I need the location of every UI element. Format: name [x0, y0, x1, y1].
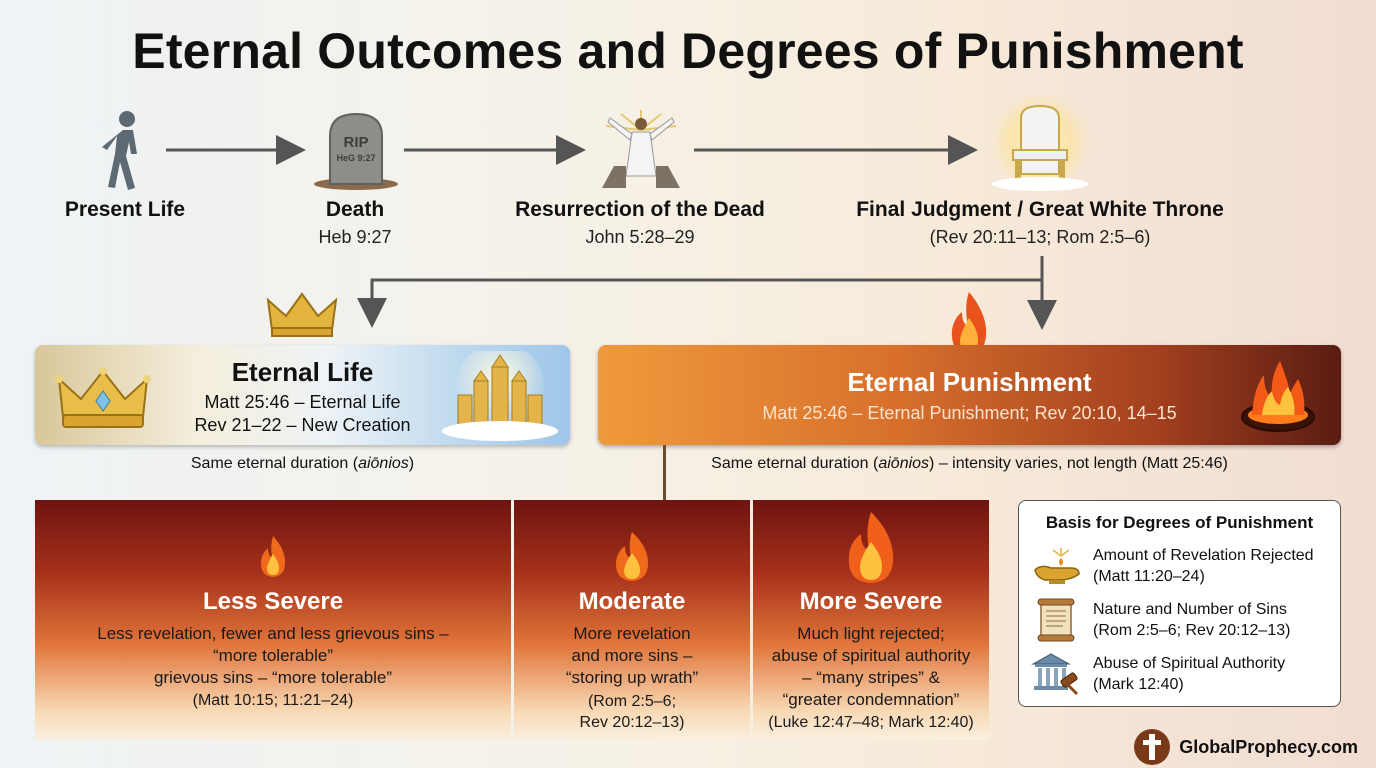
severity-panel-less: Less Severe Less revelation, fewer and l…: [35, 500, 511, 740]
severity-ref-more: (Luke 12:47–48; Mark 12:40): [768, 714, 974, 731]
eternal-life-title: Eternal Life: [231, 357, 374, 387]
severity-text-more-2: abuse of spiritual authority: [771, 646, 971, 665]
severity-text-less-2: “more tolerable”: [213, 646, 333, 665]
severity-text-moderate-2: and more sins –: [571, 646, 693, 665]
tombstone-rip-text: RIP: [343, 134, 369, 151]
page-title: Eternal Outcomes and Degrees of Punishme…: [132, 23, 1244, 79]
eternal-punishment-box: Eternal Punishment Matt 25:46 – Eternal …: [598, 345, 1341, 445]
severity-panel-more: More Severe Much light rejected; abuse o…: [753, 500, 989, 740]
stage-ref-judgment: (Rev 20:11–13; Rom 2:5–6): [929, 227, 1151, 247]
basis-text-revelation-1: Amount of Revelation Rejected: [1093, 547, 1314, 564]
basis-text-sins-1: Nature and Number of Sins: [1093, 601, 1287, 618]
severity-text-less-3: grievous sins – “more tolerable”: [153, 668, 393, 687]
basis-text-authority-1: Abuse of Spiritual Authority: [1093, 655, 1286, 672]
large-flame-icon: [841, 510, 901, 584]
severity-text-more-3: – “many stripes” &: [802, 668, 940, 687]
severity-panel-moderate: Moderate More revelation and more sins –…: [514, 500, 750, 740]
stage-label-death: Death: [325, 198, 385, 221]
severity-text-more-1: Much light rejected;: [797, 624, 945, 643]
lamp-icon: [1031, 542, 1081, 590]
connector-line: [663, 445, 666, 501]
walking-person-icon: [95, 110, 155, 192]
severity-title-moderate: Moderate: [578, 588, 686, 615]
basis-text-sins-2: (Rom 2:5–6; Rev 20:12–13): [1093, 622, 1291, 639]
tombstone-verse-text: HeG 9:27: [336, 153, 376, 163]
small-flame-icon: [256, 534, 290, 578]
eternal-punishment-note-italic: aiōnios: [878, 455, 930, 472]
eternal-punishment-duration-note: Same eternal duration (aiōnios) – intens…: [598, 455, 1341, 473]
tombstone-icon: RIP HeG 9:27: [312, 110, 400, 190]
eternal-life-note-prefix: Same eternal duration (: [190, 455, 359, 472]
severity-text-moderate-1: More revelation: [573, 624, 691, 643]
medium-flame-icon: [609, 530, 655, 582]
severity-text-more-4: “greater condemnation”: [782, 690, 960, 709]
brand-text[interactable]: GlobalProphecy.com: [1179, 736, 1358, 757]
crown-jewel-icon: [55, 363, 151, 431]
golden-city-icon: [440, 343, 560, 441]
basis-item-authority: Abuse of Spiritual Authority (Mark 12:40…: [1031, 649, 1331, 699]
throne-icon: [985, 92, 1095, 192]
severity-ref-less: (Matt 10:15; 11:21–24): [192, 692, 354, 709]
fire-pit-icon: [1238, 357, 1318, 435]
severity-text-moderate-3: “storing up wrath”: [565, 668, 699, 687]
arrow-judgment-to-life: [357, 256, 1044, 328]
stage-label-present-life: Present Life: [64, 198, 186, 221]
eternal-punishment-note-suffix: ) – intensity varies, not length (Matt 2…: [929, 455, 1228, 472]
eternal-life-box: Eternal Life Matt 25:46 – Eternal Life R…: [35, 343, 570, 445]
eternal-life-duration-note: Same eternal duration (aiōnios): [35, 455, 570, 473]
scroll-icon: [1031, 596, 1081, 644]
eternal-life-note-italic: aiōnios: [358, 455, 409, 472]
cross-circle-icon: [1134, 729, 1171, 765]
risen-figure-icon: [596, 110, 686, 190]
basis-text-authority-2: (Mark 12:40): [1093, 676, 1184, 693]
eternal-life-line-1: Matt 25:46 – Eternal Life: [204, 392, 401, 412]
timeline-arrows: [166, 135, 1057, 330]
basis-item-revelation: Amount of Revelation Rejected (Matt 11:2…: [1031, 541, 1331, 591]
flame-icon: [944, 290, 994, 358]
basis-box: Basis for Degrees of Punishment Amount o…: [1018, 500, 1341, 707]
stage-label-resurrection: Resurrection of the Dead: [515, 198, 765, 221]
eternal-punishment-note-prefix: Same eternal duration (: [711, 455, 879, 472]
basis-title: Basis for Degrees of Punishment: [1045, 513, 1314, 532]
stage-ref-death: Heb 9:27: [318, 227, 392, 247]
severity-title-less: Less Severe: [202, 588, 344, 615]
eternal-punishment-title: Eternal Punishment: [847, 367, 1092, 397]
eternal-life-note-suffix: ): [408, 455, 415, 472]
crown-icon: [266, 290, 338, 338]
stage-ref-resurrection: John 5:28–29: [585, 227, 695, 247]
severity-ref-moderate-2: Rev 20:12–13): [579, 714, 685, 731]
severity-text-less-1: Less revelation, fewer and less grievous…: [97, 624, 449, 643]
courthouse-gavel-icon: [1031, 650, 1081, 698]
basis-item-sins: Nature and Number of Sins (Rom 2:5–6; Re…: [1031, 595, 1331, 645]
eternal-punishment-line-1: Matt 25:46 – Eternal Punishment; Rev 20:…: [762, 403, 1177, 423]
basis-text-revelation-2: (Matt 11:20–24): [1093, 568, 1205, 585]
severity-ref-moderate-1: (Rom 2:5–6;: [587, 693, 677, 710]
severity-title-more: More Severe: [799, 588, 943, 615]
brand-logo[interactable]: GlobalProphecy.com: [1133, 728, 1358, 766]
stage-label-judgment: Final Judgment / Great White Throne: [856, 198, 1224, 221]
eternal-life-line-2: Rev 21–22 – New Creation: [194, 415, 411, 435]
